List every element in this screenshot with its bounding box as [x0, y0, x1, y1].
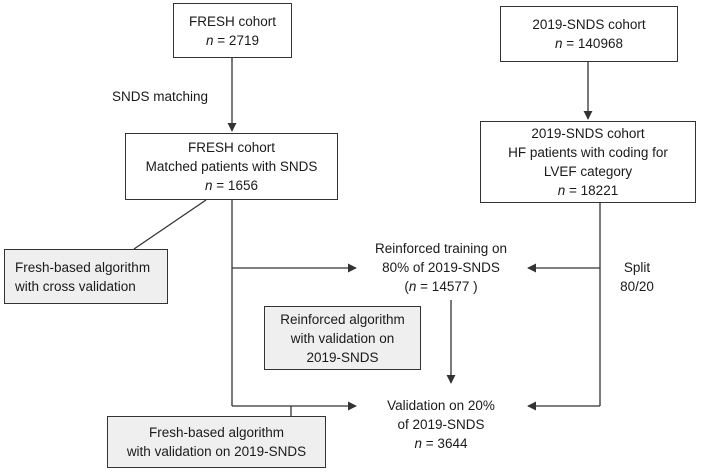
snds-cohort-box: 2019-SNDS cohort n = 140968	[500, 6, 678, 62]
fresh-cohort-count: n = 2719	[206, 32, 259, 48]
snds-hf-box: 2019-SNDS cohort HF patients with coding…	[480, 121, 696, 203]
reinforced-training-line1: Reinforced training on	[374, 241, 508, 256]
fresh-cv-line2: with cross validation	[15, 278, 136, 294]
snds-hf-line3: LVEF category	[543, 164, 633, 179]
reinforced-training-count: (n = 14577 )	[404, 279, 478, 294]
fresh-val-box: Fresh-based algorithm with validation on…	[107, 416, 326, 468]
fresh-cv-line1: Fresh-based algorithm	[15, 259, 151, 275]
fresh-matched-subtitle: Matched patients with SNDS	[145, 159, 318, 174]
fresh-cohort-title: FRESH cohort	[188, 13, 277, 29]
reinforced-algo-box: Reinforced algorithm with validation on …	[264, 306, 421, 370]
reinforced-training-node: Reinforced training on 80% of 2019-SNDS …	[358, 239, 524, 296]
snds-hf-line2: HF patients with coding for	[508, 145, 668, 160]
fresh-cv-box: Fresh-based algorithm with cross validat…	[4, 249, 168, 304]
fresh-val-line2: with validation on 2019-SNDS	[126, 444, 307, 459]
reinforced-algo-line1: Reinforced algorithm	[280, 311, 405, 327]
validation-line1: Validation on 20%	[387, 398, 495, 413]
split-label-line2: 80/20	[620, 279, 654, 294]
snds-cohort-count: n = 140968	[555, 36, 623, 51]
fresh-cohort-box: FRESH cohort n = 2719	[173, 3, 292, 58]
snds-matching-label: SNDS matching	[112, 89, 209, 104]
reinforced-training-line2: 80% of 2019-SNDS	[382, 260, 500, 275]
split-label: Split 80/20	[612, 258, 662, 296]
reinforced-algo-line3: 2019-SNDS	[306, 349, 379, 365]
fresh-val-line1: Fresh-based algorithm	[148, 425, 285, 440]
validation-line2: of 2019-SNDS	[397, 417, 485, 432]
fresh-matched-box: FRESH cohort Matched patients with SNDS …	[125, 133, 338, 200]
snds-hf-count: n = 18221	[557, 183, 619, 198]
fresh-matched-title: FRESH cohort	[187, 140, 276, 155]
validation-count: n = 3644	[414, 436, 468, 451]
snds-cohort-title: 2019-SNDS cohort	[532, 17, 646, 32]
connector-matched-to-fresh-cv	[133, 199, 207, 250]
reinforced-algo-line2: with validation on	[290, 330, 395, 346]
validation-node: Validation on 20% of 2019-SNDS n = 3644	[358, 396, 524, 453]
snds-hf-title: 2019-SNDS cohort	[531, 126, 645, 141]
split-label-line1: Split	[623, 260, 651, 275]
fresh-matched-count: n = 1656	[205, 178, 258, 193]
